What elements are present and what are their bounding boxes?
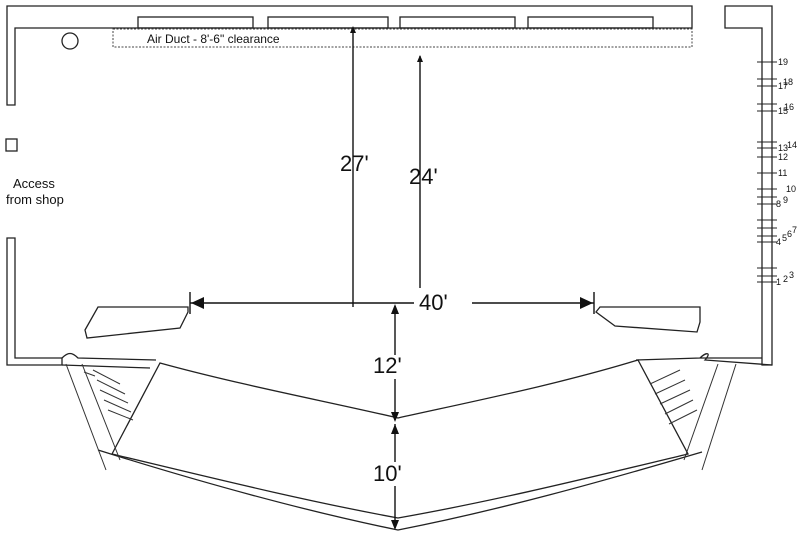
line-set-number-4: 4 [776,237,781,247]
wall-box-3 [399,16,516,29]
proscenium-right [595,306,701,333]
line-set-number-2: 2 [783,274,788,284]
access-marker-square [5,138,18,152]
dim-24-label: 24' [409,164,438,189]
dim-27-arrow-top [350,26,356,33]
line-set-number-12: 12 [778,152,788,162]
dim-12-arrow-bottom [391,412,399,422]
dim-12-label: 12' [373,353,402,378]
proscenium-left [84,306,189,339]
line-set-number-18: 18 [783,77,793,87]
air-duct [112,28,693,48]
apron-inner [97,449,703,531]
line-set-number-17: 17 [778,81,788,91]
dim-10-label: 10' [373,461,402,486]
back-wall-outer [6,5,693,106]
stage-right-side-wall [61,352,157,369]
apron-outer [111,359,689,519]
line-set-number-6: 6 [787,229,792,239]
line-set-number-7: 7 [792,225,797,235]
line-set-number-5: 5 [782,233,787,243]
line-set-ticks [757,61,777,283]
line-set-number-13: 13 [778,143,788,153]
wall-box-1 [137,16,254,29]
wall-box-2 [267,16,389,29]
access-label-line2: from shop [6,192,64,207]
right-back-wall [724,5,773,366]
dim-10-arrow-bottom [391,520,399,530]
dim-12-arrow-top [391,304,399,314]
dim-40-arrow-right [580,297,593,309]
line-set-number-10: 10 [786,184,796,194]
line-set-number-1: 1 [776,277,781,287]
dim-24-arrow-top [417,55,423,62]
line-set-number-3: 3 [789,270,794,280]
right-stairs [649,363,737,471]
column-circle [61,32,79,50]
line-set-number-14: 14 [787,140,797,150]
line-set-number-9: 9 [783,195,788,205]
line-set-number-11: 11 [778,168,787,178]
left-lower-wall [6,237,63,366]
left-stairs [65,363,134,471]
line-set-number-15: 15 [778,106,788,116]
access-label-line1: Access [13,176,55,191]
dim-40-label: 40' [419,290,448,315]
air-duct-label: Air Duct - 8'-6" clearance [147,32,280,46]
stage-left-side-wall [635,353,773,366]
dim-27-label: 27' [340,151,369,176]
line-set-number-8: 8 [776,199,781,209]
wall-box-4 [527,16,654,29]
dim-40-arrow-left [191,297,204,309]
dim-10-arrow-top [391,424,399,434]
line-set-number-19: 19 [778,57,788,67]
line-set-number-16: 16 [784,102,794,112]
